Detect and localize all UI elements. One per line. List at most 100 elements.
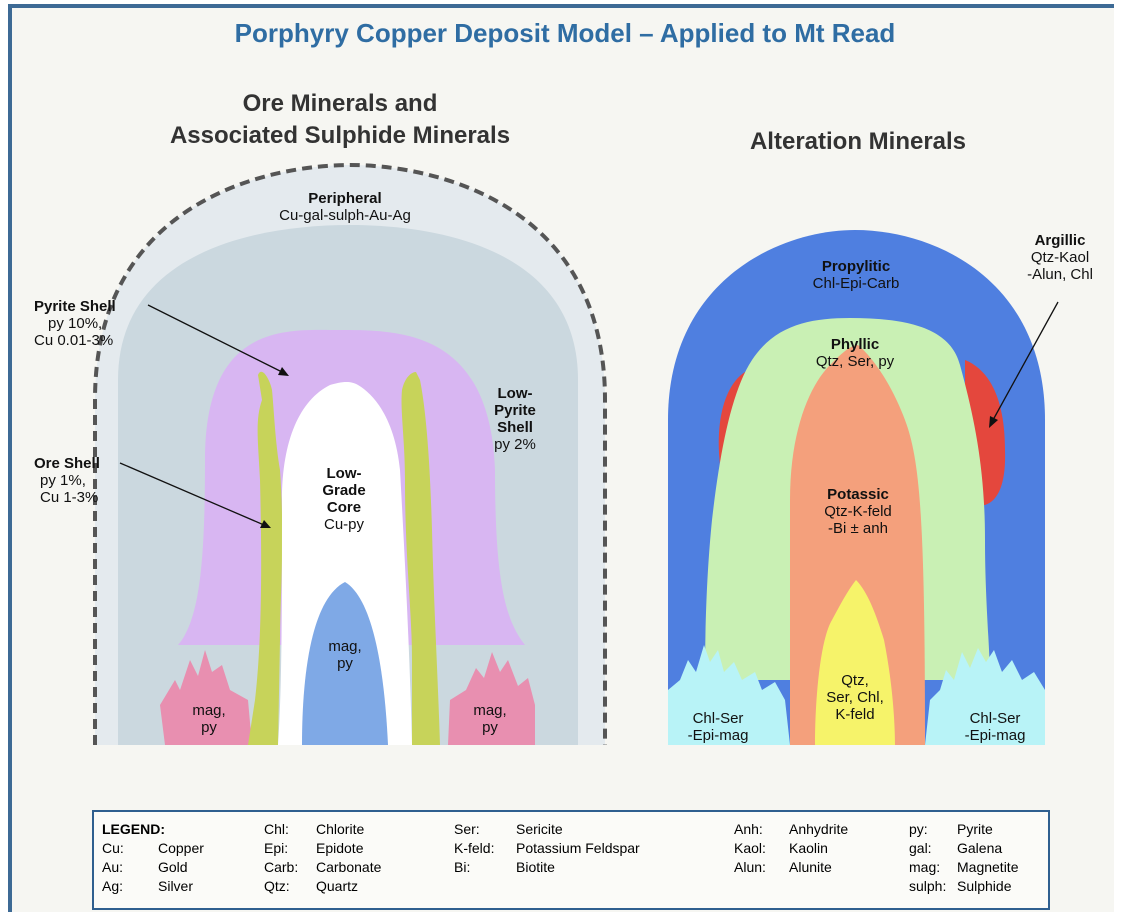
legend-abbr: Anh: xyxy=(734,821,763,837)
chl-ser-right-label: Chl-Ser -Epi-mag xyxy=(965,710,1026,744)
right-heading: Alteration Minerals xyxy=(749,128,967,155)
legend-item: Qtz: Quartz xyxy=(264,877,381,896)
inner-line3: K-feld xyxy=(835,706,875,723)
mag-right-line2: py xyxy=(482,719,498,736)
core-text: Cu-py xyxy=(323,516,365,533)
legend-term: Galena xyxy=(957,840,1003,856)
ore-shell-line2: Cu 1-3% xyxy=(40,489,99,506)
low-pyrite-title-1: Low- xyxy=(497,385,533,402)
mag-py-core-zone xyxy=(302,582,388,745)
legend-heading: LEGEND: xyxy=(102,821,165,837)
low-pyrite-text: py 2% xyxy=(494,436,536,453)
page-title: Porphyry Copper Deposit Model – Applied … xyxy=(234,18,896,48)
ore-shell-left xyxy=(248,371,283,745)
legend-abbr: Chl: xyxy=(264,821,289,837)
legend-term: Chlorite xyxy=(316,821,365,837)
chl-ser-left-label: Chl-Ser -Epi-mag xyxy=(688,710,749,744)
legend-item: Kaol: Kaolin xyxy=(734,839,848,858)
argillic-line1: Qtz-Kaol xyxy=(1030,249,1090,266)
legend-abbr: Au: xyxy=(102,859,124,875)
legend-item: Au:Gold xyxy=(102,858,204,877)
core-title-1: Low- xyxy=(326,465,362,482)
chl-left-line1: Chl-Ser xyxy=(692,710,744,727)
pyrite-shell-line2: Cu 0.01-3% xyxy=(34,332,114,349)
legend-item: Carb:Carbonate xyxy=(264,858,381,877)
legend-abbr: Ag: xyxy=(102,878,124,894)
potassic-label: Potassic Qtz-K-feld -Bi ± anh xyxy=(824,486,892,537)
legend-abbr: Carb: xyxy=(264,859,299,875)
legend-term: Silver xyxy=(158,878,194,894)
mag-center-line2: py xyxy=(337,655,353,672)
legend-term: Potassium Feldspar xyxy=(516,840,640,856)
chl-ser-zone-left xyxy=(668,645,790,745)
legend-abbr: py: xyxy=(909,821,928,837)
low-pyrite-title-2: Pyrite xyxy=(494,402,536,419)
legend-item: mag: Magnetite xyxy=(909,858,1018,877)
legend-term: Biotite xyxy=(516,859,555,875)
peripheral-label: Peripheral Cu-gal-sulph-Au-Ag xyxy=(279,190,411,224)
phyllic-title: Phyllic xyxy=(830,336,880,353)
legend-column-2: Chl:Chlorite Epi:Epidote Carb:Carbonate … xyxy=(264,820,381,896)
legend-abbr: Kaol: xyxy=(734,840,766,856)
argillic-title: Argillic xyxy=(1034,232,1086,249)
legend-term: Alunite xyxy=(789,859,832,875)
chl-right-line1: Chl-Ser xyxy=(969,710,1021,727)
potassic-line2: -Bi ± anh xyxy=(828,520,888,537)
propylitic-label: Propylitic Chl-Epi-Carb xyxy=(813,258,900,292)
legend-column-1: LEGEND: Cu: Copper Au:Gold Ag: Silver xyxy=(102,820,204,896)
phyllic-label: Phyllic Qtz, Ser, py xyxy=(816,336,894,370)
ore-shell-label: Ore Shell py 1%, Cu 1-3% xyxy=(34,455,100,506)
legend-abbr: gal: xyxy=(909,840,932,856)
potassic-line1: Qtz-K-feld xyxy=(824,503,892,520)
mag-left-line1: mag, xyxy=(192,702,226,719)
mag-left-line2: py xyxy=(201,719,217,736)
legend-item: Chl: Chlorite xyxy=(264,820,381,839)
legend-abbr: Qtz: xyxy=(264,878,290,894)
legend-column-4: Anh: Anhydrite Kaol: Kaolin Alun:Alunite xyxy=(734,820,848,877)
legend-term: Epidote xyxy=(316,840,364,856)
legend-term: Magnetite xyxy=(957,859,1019,875)
pyrite-shell-line1: py 10%, xyxy=(48,315,103,332)
pyrite-shell-title: Pyrite Shell xyxy=(34,298,116,315)
pyrite-shell-label: Pyrite Shell py 10%, Cu 0.01-3% xyxy=(34,298,116,349)
ore-shell-line1: py 1%, xyxy=(40,472,86,489)
legend-abbr: Epi: xyxy=(264,840,289,856)
legend-item: Bi:Biotite xyxy=(454,858,640,877)
legend-term: Sulphide xyxy=(957,878,1012,894)
pyrite-shell-arrow xyxy=(147,304,283,373)
legend-item: gal: Galena xyxy=(909,839,1018,858)
legend-item: Alun:Alunite xyxy=(734,858,848,877)
mag-zone-right xyxy=(448,652,535,745)
mag-center-label: mag, py xyxy=(328,638,361,672)
ore-shell-right xyxy=(401,372,440,745)
core-title-3: Core xyxy=(326,499,362,516)
legend-item: py:Pyrite xyxy=(909,820,1018,839)
legend-abbr: mag: xyxy=(909,859,941,875)
chl-right-line2: -Epi-mag xyxy=(964,727,1026,744)
legend-item: Cu: Copper xyxy=(102,839,204,858)
legend-term: Kaolin xyxy=(789,840,828,856)
low-grade-core-label: Low- Grade Core Cu-py xyxy=(322,465,365,533)
legend-abbr: K-feld: xyxy=(454,840,495,856)
legend-term: Copper xyxy=(158,840,204,856)
mag-right-label: mag, py xyxy=(473,702,506,736)
argillic-arrowhead xyxy=(989,416,998,428)
mag-left-label: mag, py xyxy=(192,702,225,736)
left-heading-line-2: Associated Sulphide Minerals xyxy=(169,122,511,149)
legend-term: Anhydrite xyxy=(789,821,849,837)
legend-column-5: py:Pyrite gal:Galena mag:Magnetite sulph… xyxy=(909,820,1018,896)
inner-line1: Qtz, xyxy=(841,672,869,689)
legend-term: Quartz xyxy=(316,878,359,894)
legend-item: Ag: Silver xyxy=(102,877,204,896)
ore-shell-arrowhead xyxy=(260,520,271,528)
legend-item: K-feld: Potassium Feldspar xyxy=(454,839,640,858)
legend-box: LEGEND: Cu: Copper Au:Gold Ag: Silver Chl:… xyxy=(92,810,1050,910)
legend-abbr: Cu: xyxy=(102,840,124,856)
inner-core-zone xyxy=(815,580,895,745)
mag-center-line1: mag, xyxy=(328,638,362,655)
mag-right-line1: mag, xyxy=(473,702,507,719)
propylitic-title: Propylitic xyxy=(821,258,891,275)
mag-zone-left xyxy=(160,650,252,745)
left-heading-line-1: Ore Minerals and xyxy=(242,90,438,117)
